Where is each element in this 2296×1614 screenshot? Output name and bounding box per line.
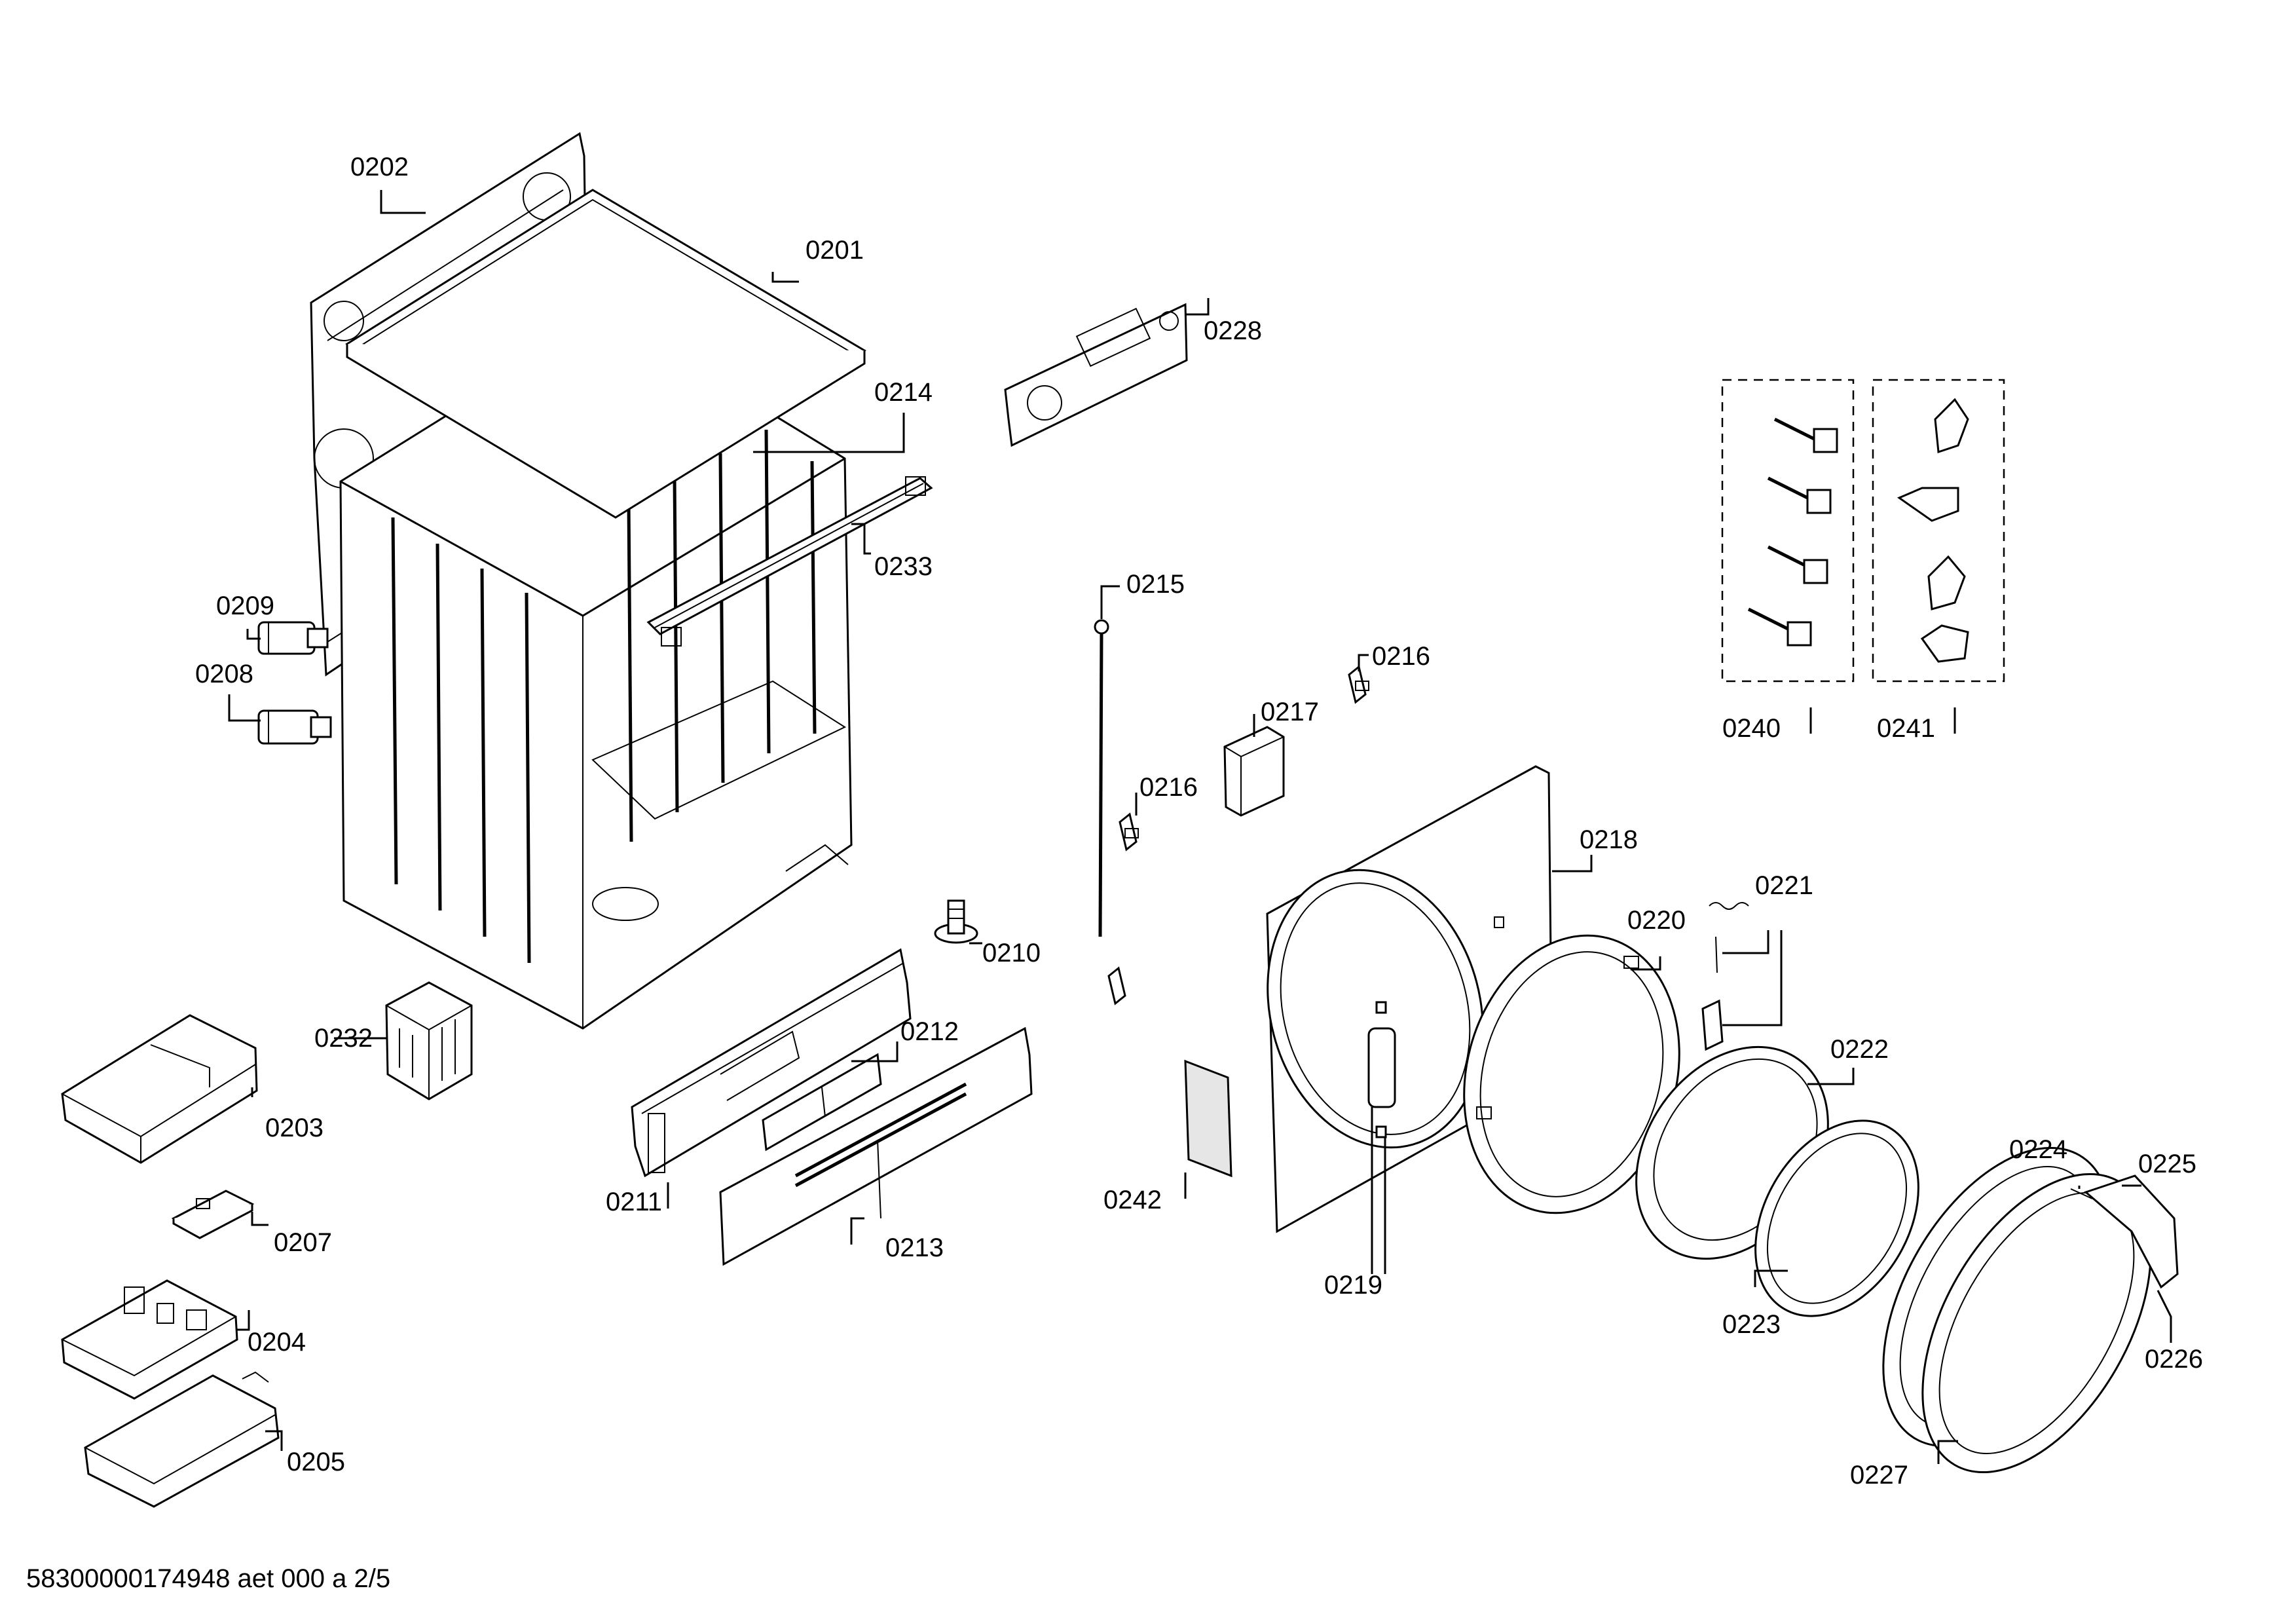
detergent-dispenser-0211[interactable]	[631, 948, 912, 1178]
spring-0221[interactable]	[1709, 902, 1749, 973]
callout-0218: 0218	[1580, 825, 1638, 854]
levelling-foot-0210[interactable]	[934, 899, 978, 944]
housing-tray-0205[interactable]	[84, 1371, 280, 1508]
handle-cover-0225[interactable]	[2084, 1174, 2179, 1289]
callout-0215: 0215	[1126, 570, 1185, 599]
callout-0241: 0241	[1877, 714, 1935, 743]
door-lock-0217[interactable]	[1223, 726, 1285, 817]
door-rod-0215[interactable]	[1094, 619, 1109, 937]
callout-0217: 0217	[1261, 698, 1319, 726]
callout-0222: 0222	[1830, 1035, 1889, 1064]
callout-0233: 0233	[874, 552, 933, 581]
callout-0223: 0223	[1722, 1310, 1781, 1339]
pin-0224[interactable]	[2070, 1188, 2093, 1199]
door-latch-0219[interactable]	[1367, 1001, 1396, 1138]
callout-0202: 0202	[350, 153, 409, 181]
callout-0208: 0208	[195, 660, 253, 688]
document-id: 58300000174948 aet 000 a 2/5	[26, 1564, 390, 1593]
hinge-clip-0216-lower[interactable]	[1119, 812, 1139, 852]
pump-0209[interactable]	[257, 621, 329, 655]
clip-lower[interactable]	[1107, 966, 1126, 1005]
callout-0242: 0242	[1103, 1186, 1162, 1214]
circuit-board-0207[interactable]	[171, 1190, 255, 1239]
callout-0212: 0212	[900, 1017, 959, 1046]
callout-0214: 0214	[874, 378, 933, 407]
leader-lines	[228, 190, 2172, 1464]
crossbar-0214[interactable]	[646, 476, 933, 647]
filter-module-0232[interactable]	[385, 981, 473, 1100]
callout-0240: 0240	[1722, 714, 1781, 743]
callout-0220: 0220	[1627, 906, 1686, 935]
front-trim-0213[interactable]	[719, 1026, 1033, 1266]
callout-0225: 0225	[2138, 1150, 2196, 1178]
callout-0219: 0219	[1324, 1271, 1382, 1300]
control-panel-fascia-0228[interactable]	[1004, 303, 1188, 447]
callout-0204: 0204	[248, 1328, 306, 1357]
callout-0210: 0210	[982, 939, 1041, 967]
callout-0221: 0221	[1755, 871, 1813, 900]
hinge-clip-0216-upper[interactable]	[1348, 665, 1369, 704]
callout-0232: 0232	[314, 1024, 373, 1053]
callout-0205: 0205	[287, 1448, 345, 1476]
hinge-0221[interactable]	[1701, 999, 1724, 1051]
callout-0201: 0201	[805, 236, 864, 265]
control-board-0204[interactable]	[61, 1279, 238, 1400]
cabinet-body[interactable]	[339, 313, 853, 1030]
callout-0227: 0227	[1850, 1461, 1908, 1490]
outer-door-ring-0227[interactable]	[1836, 1109, 2198, 1511]
kit-box-0240[interactable]	[1721, 379, 1855, 683]
callout-0207: 0207	[274, 1228, 332, 1257]
callout-0216-upper: 0216	[1372, 642, 1430, 671]
callout-0216-lower: 0216	[1139, 773, 1198, 802]
callout-0224: 0224	[2009, 1135, 2067, 1164]
module-0203[interactable]	[61, 1014, 258, 1164]
pump-0208[interactable]	[257, 709, 332, 745]
kit-box-0241[interactable]	[1872, 379, 2005, 683]
top-cover-0201[interactable]	[345, 189, 866, 519]
callout-0209: 0209	[216, 591, 274, 620]
callout-0211: 0211	[606, 1188, 662, 1216]
panel-insert-0242[interactable]	[1184, 1059, 1232, 1178]
dispenser-drawer-0212[interactable]	[762, 1053, 882, 1152]
glass-ring-0223[interactable]	[1722, 1091, 1952, 1345]
callout-0226: 0226	[2145, 1345, 2203, 1374]
callout-0203: 0203	[265, 1114, 324, 1142]
callout-0228: 0228	[1204, 316, 1262, 345]
callout-0213: 0213	[885, 1233, 944, 1262]
